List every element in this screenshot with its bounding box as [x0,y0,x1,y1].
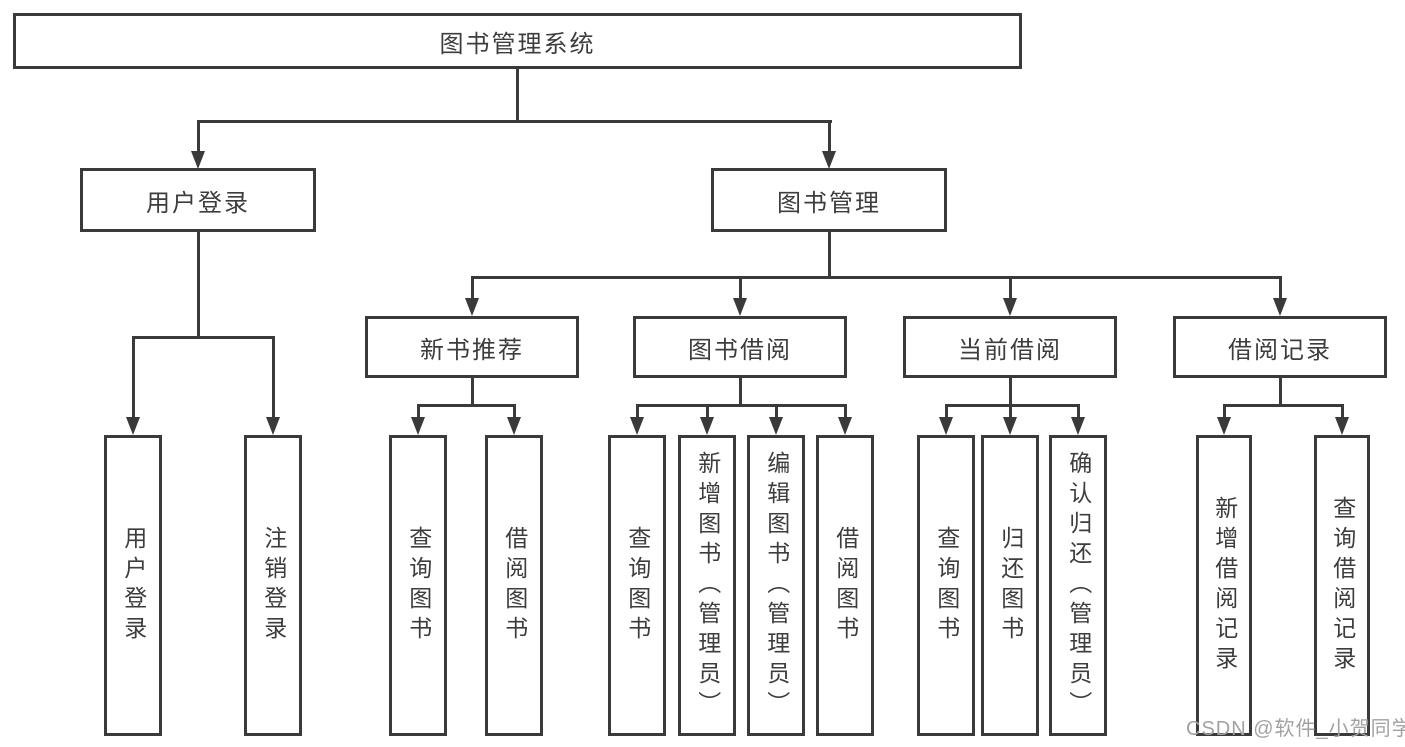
leaf-query-books-borrow-label: 查询图书 [624,525,651,646]
node-book-management-label: 图书管理 [777,189,881,217]
connector-drop-book-borrow [739,276,742,300]
arrowhead-borrow-books-1-icon [507,417,521,435]
leaf-edit-book-admin: 编辑图书（管理员） [747,435,805,736]
connector-borrow-records-stem [1279,378,1282,406]
connector-new-book-stem [471,378,474,406]
connector-level3-bar [471,276,1281,279]
node-user-login: 用户登录 [80,168,316,232]
arrowhead-logout-leaf-icon [266,417,280,435]
leaf-user-login-label: 用户登录 [120,525,147,646]
leaf-query-books-current-label: 查询图书 [933,525,960,646]
connector-level2-bar [197,120,832,123]
leaf-add-book-admin: 新增图书（管理员） [678,435,736,736]
connector-drop-add-record [1223,404,1226,419]
leaf-query-books-borrow: 查询图书 [608,435,666,736]
connector-drop-new-book [471,276,474,300]
connector-book-borrow-bar [636,404,846,407]
connector-drop-edit-book [775,404,778,419]
leaf-logout-label: 注销登录 [260,525,287,646]
leaf-borrow-books-newbook: 借阅图书 [485,435,543,736]
arrowhead-borrow-books-2-icon [838,417,852,435]
connector-drop-query-books-1 [417,404,420,419]
connector-current-borrow-bar [945,404,1079,407]
node-book-borrow: 图书借阅 [633,316,847,378]
connector-user-login-stem [197,231,200,338]
connector-new-book-bar [417,404,516,407]
leaf-query-borrow-record: 查询借阅记录 [1314,435,1370,736]
connector-book-borrow-stem [739,378,742,406]
connector-drop-add-book [706,404,709,419]
node-new-book-recommend: 新书推荐 [365,316,579,378]
connector-user-login-bar [132,336,275,339]
arrowhead-add-record-icon [1217,417,1231,435]
connector-drop-query-books-2 [636,404,639,419]
arrowhead-query-record-icon [1335,417,1349,435]
leaf-query-books-newbook: 查询图书 [389,435,447,736]
node-borrow-records: 借阅记录 [1173,316,1387,378]
arrowhead-user-login-icon [191,151,205,169]
node-book-management: 图书管理 [711,168,947,232]
arrowhead-confirm-return-icon [1071,417,1085,435]
node-borrow-records-label: 借阅记录 [1228,336,1332,364]
leaf-user-login: 用户登录 [104,435,162,736]
connector-current-borrow-stem [1009,378,1012,406]
leaf-logout: 注销登录 [244,435,302,736]
leaf-query-books-current: 查询图书 [917,435,975,736]
arrowhead-return-book-icon [1003,417,1017,435]
connector-drop-borrow-books-2 [844,404,847,419]
leaf-confirm-return-admin-label: 确认归还（管理员） [1065,450,1092,721]
node-current-borrow-label: 当前借阅 [958,336,1062,364]
arrowhead-new-book-icon [465,298,479,316]
arrowhead-query-books-3-icon [939,417,953,435]
leaf-query-books-newbook-label: 查询图书 [405,525,432,646]
arrowhead-query-books-2-icon [630,417,644,435]
arrowhead-borrow-records-icon [1273,298,1287,316]
node-user-login-label: 用户登录 [146,189,250,217]
leaf-return-book-label: 归还图书 [997,525,1024,646]
connector-drop-borrow-records [1279,276,1282,300]
connector-drop-logout-leaf [272,336,275,419]
arrowhead-book-borrow-icon [733,298,747,316]
leaf-borrow-books-borrow: 借阅图书 [816,435,874,736]
leaf-return-book: 归还图书 [981,435,1039,736]
connector-drop-book-management [828,120,831,153]
connector-drop-return-book [1009,404,1012,419]
connector-drop-query-record [1341,404,1344,419]
connector-drop-confirm-return [1077,404,1080,419]
leaf-add-borrow-record: 新增借阅记录 [1196,435,1252,736]
arrowhead-book-management-icon [822,151,836,169]
connector-drop-query-books-3 [945,404,948,419]
leaf-confirm-return-admin: 确认归还（管理员） [1049,435,1107,736]
leaf-edit-book-admin-label: 编辑图书（管理员） [763,450,790,721]
connector-root-stem [516,68,519,122]
connector-drop-current-borrow [1009,276,1012,300]
connector-drop-login-leaf [132,336,135,419]
leaf-add-borrow-record-label: 新增借阅记录 [1211,495,1238,676]
connector-book-management-stem [828,231,831,278]
csdn-watermark: CSDN @软件_小贺同学 [1186,718,1405,740]
node-root-system: 图书管理系统 [13,13,1022,69]
arrowhead-edit-book-icon [769,417,783,435]
connector-drop-user-login [197,120,200,153]
arrowhead-current-borrow-icon [1003,298,1017,316]
arrowhead-query-books-1-icon [411,417,425,435]
node-book-borrow-label: 图书借阅 [688,336,792,364]
leaf-borrow-books-newbook-label: 借阅图书 [501,525,528,646]
leaf-borrow-books-borrow-label: 借阅图书 [832,525,859,646]
connector-borrow-records-bar [1223,404,1343,407]
leaf-query-borrow-record-label: 查询借阅记录 [1329,495,1356,676]
connector-drop-borrow-books-1 [513,404,516,419]
arrowhead-login-leaf-icon [126,417,140,435]
leaf-add-book-admin-label: 新增图书（管理员） [694,450,721,721]
node-new-book-recommend-label: 新书推荐 [420,336,524,364]
arrowhead-add-book-icon [700,417,714,435]
node-root-system-label: 图书管理系统 [439,30,596,58]
node-current-borrow: 当前借阅 [903,316,1117,378]
